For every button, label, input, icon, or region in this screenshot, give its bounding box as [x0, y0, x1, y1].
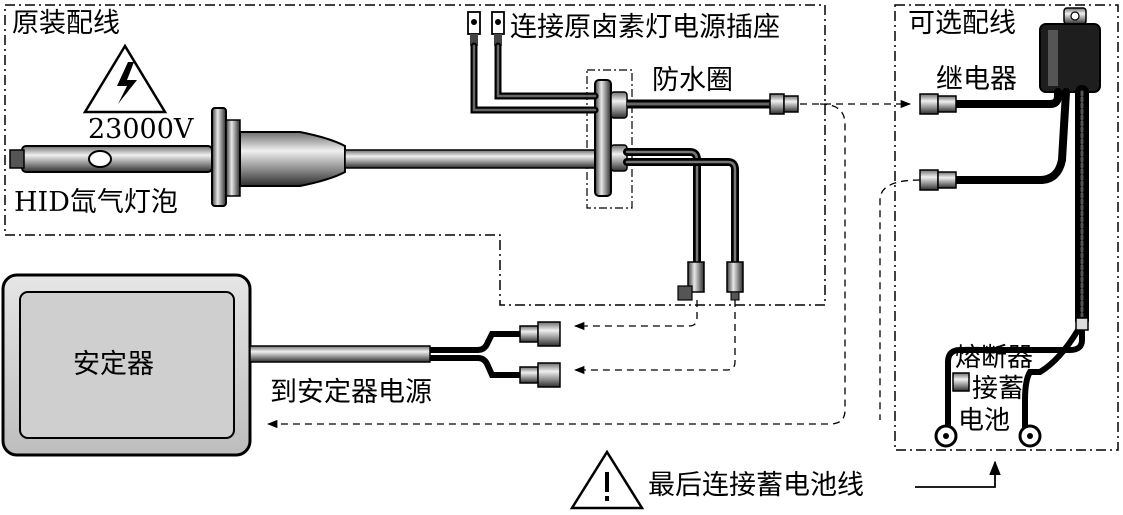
- optional-harness: [945, 85, 1089, 431]
- fuse-label: 熔断器: [955, 343, 1034, 373]
- relay-side-plugs: [919, 93, 1089, 331]
- relay-label: 继电器: [936, 64, 1017, 95]
- high-voltage-warning-icon: [82, 43, 168, 114]
- halogen-socket-label: 连接原卤素灯电源插座: [510, 12, 780, 43]
- relay-connector-wire: [627, 93, 799, 115]
- halogen-socket-connectors: [467, 11, 505, 46]
- harness-plugs: [677, 261, 744, 301]
- final-battery-instruction: 最后连接蓄电池线: [648, 470, 864, 501]
- optional-wiring-title: 可选配线: [908, 8, 1016, 39]
- battery-label-line1: 接蓄: [972, 374, 1025, 404]
- battery-terminals: [934, 424, 1042, 448]
- ballast-power-label: 到安定器电源: [270, 377, 432, 408]
- ballast-label: 安定器: [73, 349, 154, 380]
- connection-arrows: [266, 99, 921, 429]
- ballast-harness-wires: [623, 148, 739, 266]
- ballast-output-cable: [249, 321, 561, 388]
- waterproof-grommet: [594, 79, 628, 197]
- bulb-cable: [344, 149, 596, 169]
- original-wiring-boundary: [4, 4, 826, 306]
- hid-bulb-label: HID氙气灯泡: [14, 187, 178, 218]
- relay: [1039, 7, 1101, 93]
- battery-label-line2: 电池: [958, 406, 1011, 436]
- battery-arrow: [915, 460, 1001, 488]
- caution-warning-icon: [569, 449, 645, 510]
- fuse: [952, 372, 970, 392]
- ballast-unit: [1, 273, 252, 457]
- waterproof-ring-box: [586, 69, 633, 209]
- optional-wiring-boundary: [894, 4, 1119, 451]
- hid-bulb: [9, 107, 346, 207]
- voltage-label: 23000V: [88, 114, 194, 145]
- halogen-socket-wires: [470, 42, 599, 114]
- waterproof-ring-label: 防水圈: [652, 65, 733, 96]
- original-wiring-title: 原装配线: [12, 8, 120, 39]
